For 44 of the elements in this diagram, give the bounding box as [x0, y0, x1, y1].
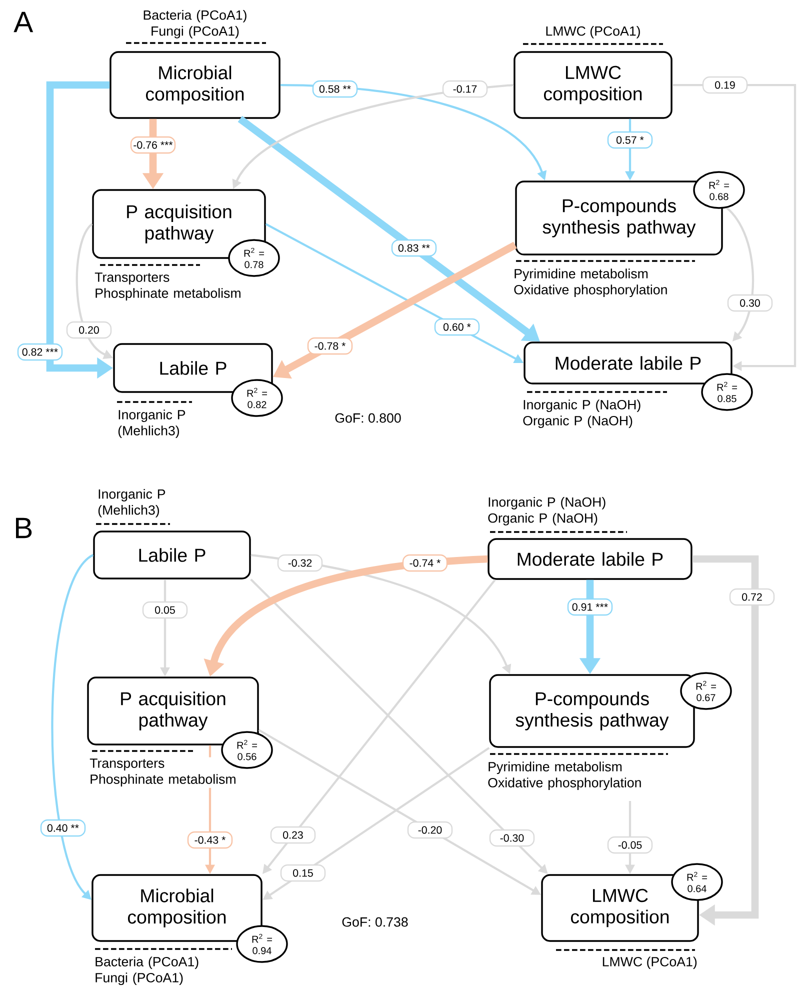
edge-label: -0.17	[442, 80, 488, 98]
edge-label: -0.30	[489, 829, 535, 847]
variable-box: P-compounds synthesis pathway	[489, 674, 695, 748]
arrow	[692, 555, 759, 926]
edge-label: 0.83 **	[391, 239, 437, 257]
edge-label: -0.76 ***	[130, 136, 176, 154]
indicator-note: LMWC (PCoA1)	[546, 26, 640, 38]
variable-box: Microbial composition	[110, 51, 280, 119]
edge-label: 0.58 **	[312, 80, 358, 98]
indicator-note: Inorganic P (NaOH) Organic P (NaOH)	[523, 400, 640, 428]
variable-box: LMWC composition	[514, 51, 672, 119]
indicator-note: Inorganic P (Mehlich3)	[98, 488, 166, 518]
variable-box: Labile P	[93, 530, 251, 580]
edge-label: 0.40 **	[40, 819, 86, 837]
fit-statistic: GoF: 0.738	[342, 917, 408, 927]
indicator-note: Bacteria (PCoA1) Fungi (PCoA1)	[144, 10, 246, 38]
edge-label: 0.05	[142, 601, 188, 619]
indicator-note: LMWC (PCoA1)	[602, 956, 697, 970]
indicator-note: Inorganic P (NaOH) Organic P (NaOH)	[488, 496, 606, 526]
indicator-note: Bacteria (PCoA1) Fungi (PCoA1)	[96, 956, 198, 986]
edge-label: -0.32	[277, 554, 323, 572]
indicator-note: Pyrimidine metabolism Oxidative phosphorylation	[514, 268, 667, 298]
edge-label: 0.72	[729, 588, 775, 606]
edge-label: 0.23	[270, 826, 316, 844]
panel-letter: A	[14, 12, 34, 32]
edge-label: 0.82 ***	[17, 343, 63, 361]
edge-label: 0.57 *	[607, 131, 653, 149]
indicator-note: Pyrimidine metabolism Oxidative phosphorylation	[488, 762, 641, 790]
edge-label: -0.78 *	[307, 337, 353, 355]
edge-label: 0.60 *	[434, 318, 480, 336]
edge-label: 0.19	[702, 76, 748, 94]
edge-label: -0.43 *	[187, 831, 233, 849]
variable-box: Moderate labile P	[488, 538, 692, 580]
edge-label: -0.74 *	[402, 554, 448, 572]
arrow	[672, 84, 796, 371]
edge-label: -0.20	[407, 821, 453, 839]
edge-label: -0.05	[607, 836, 653, 854]
edge-label: 0.91 ***	[567, 598, 613, 616]
indicator-note: Inorganic P (Mehlich3)	[118, 410, 186, 438]
edge-label: 0.30	[727, 294, 773, 312]
edge-label: 0.20	[66, 321, 112, 339]
fit-statistic: GoF: 0.800	[335, 413, 401, 423]
edge-label: 0.15	[280, 864, 326, 882]
panel-letter: B	[16, 518, 32, 538]
